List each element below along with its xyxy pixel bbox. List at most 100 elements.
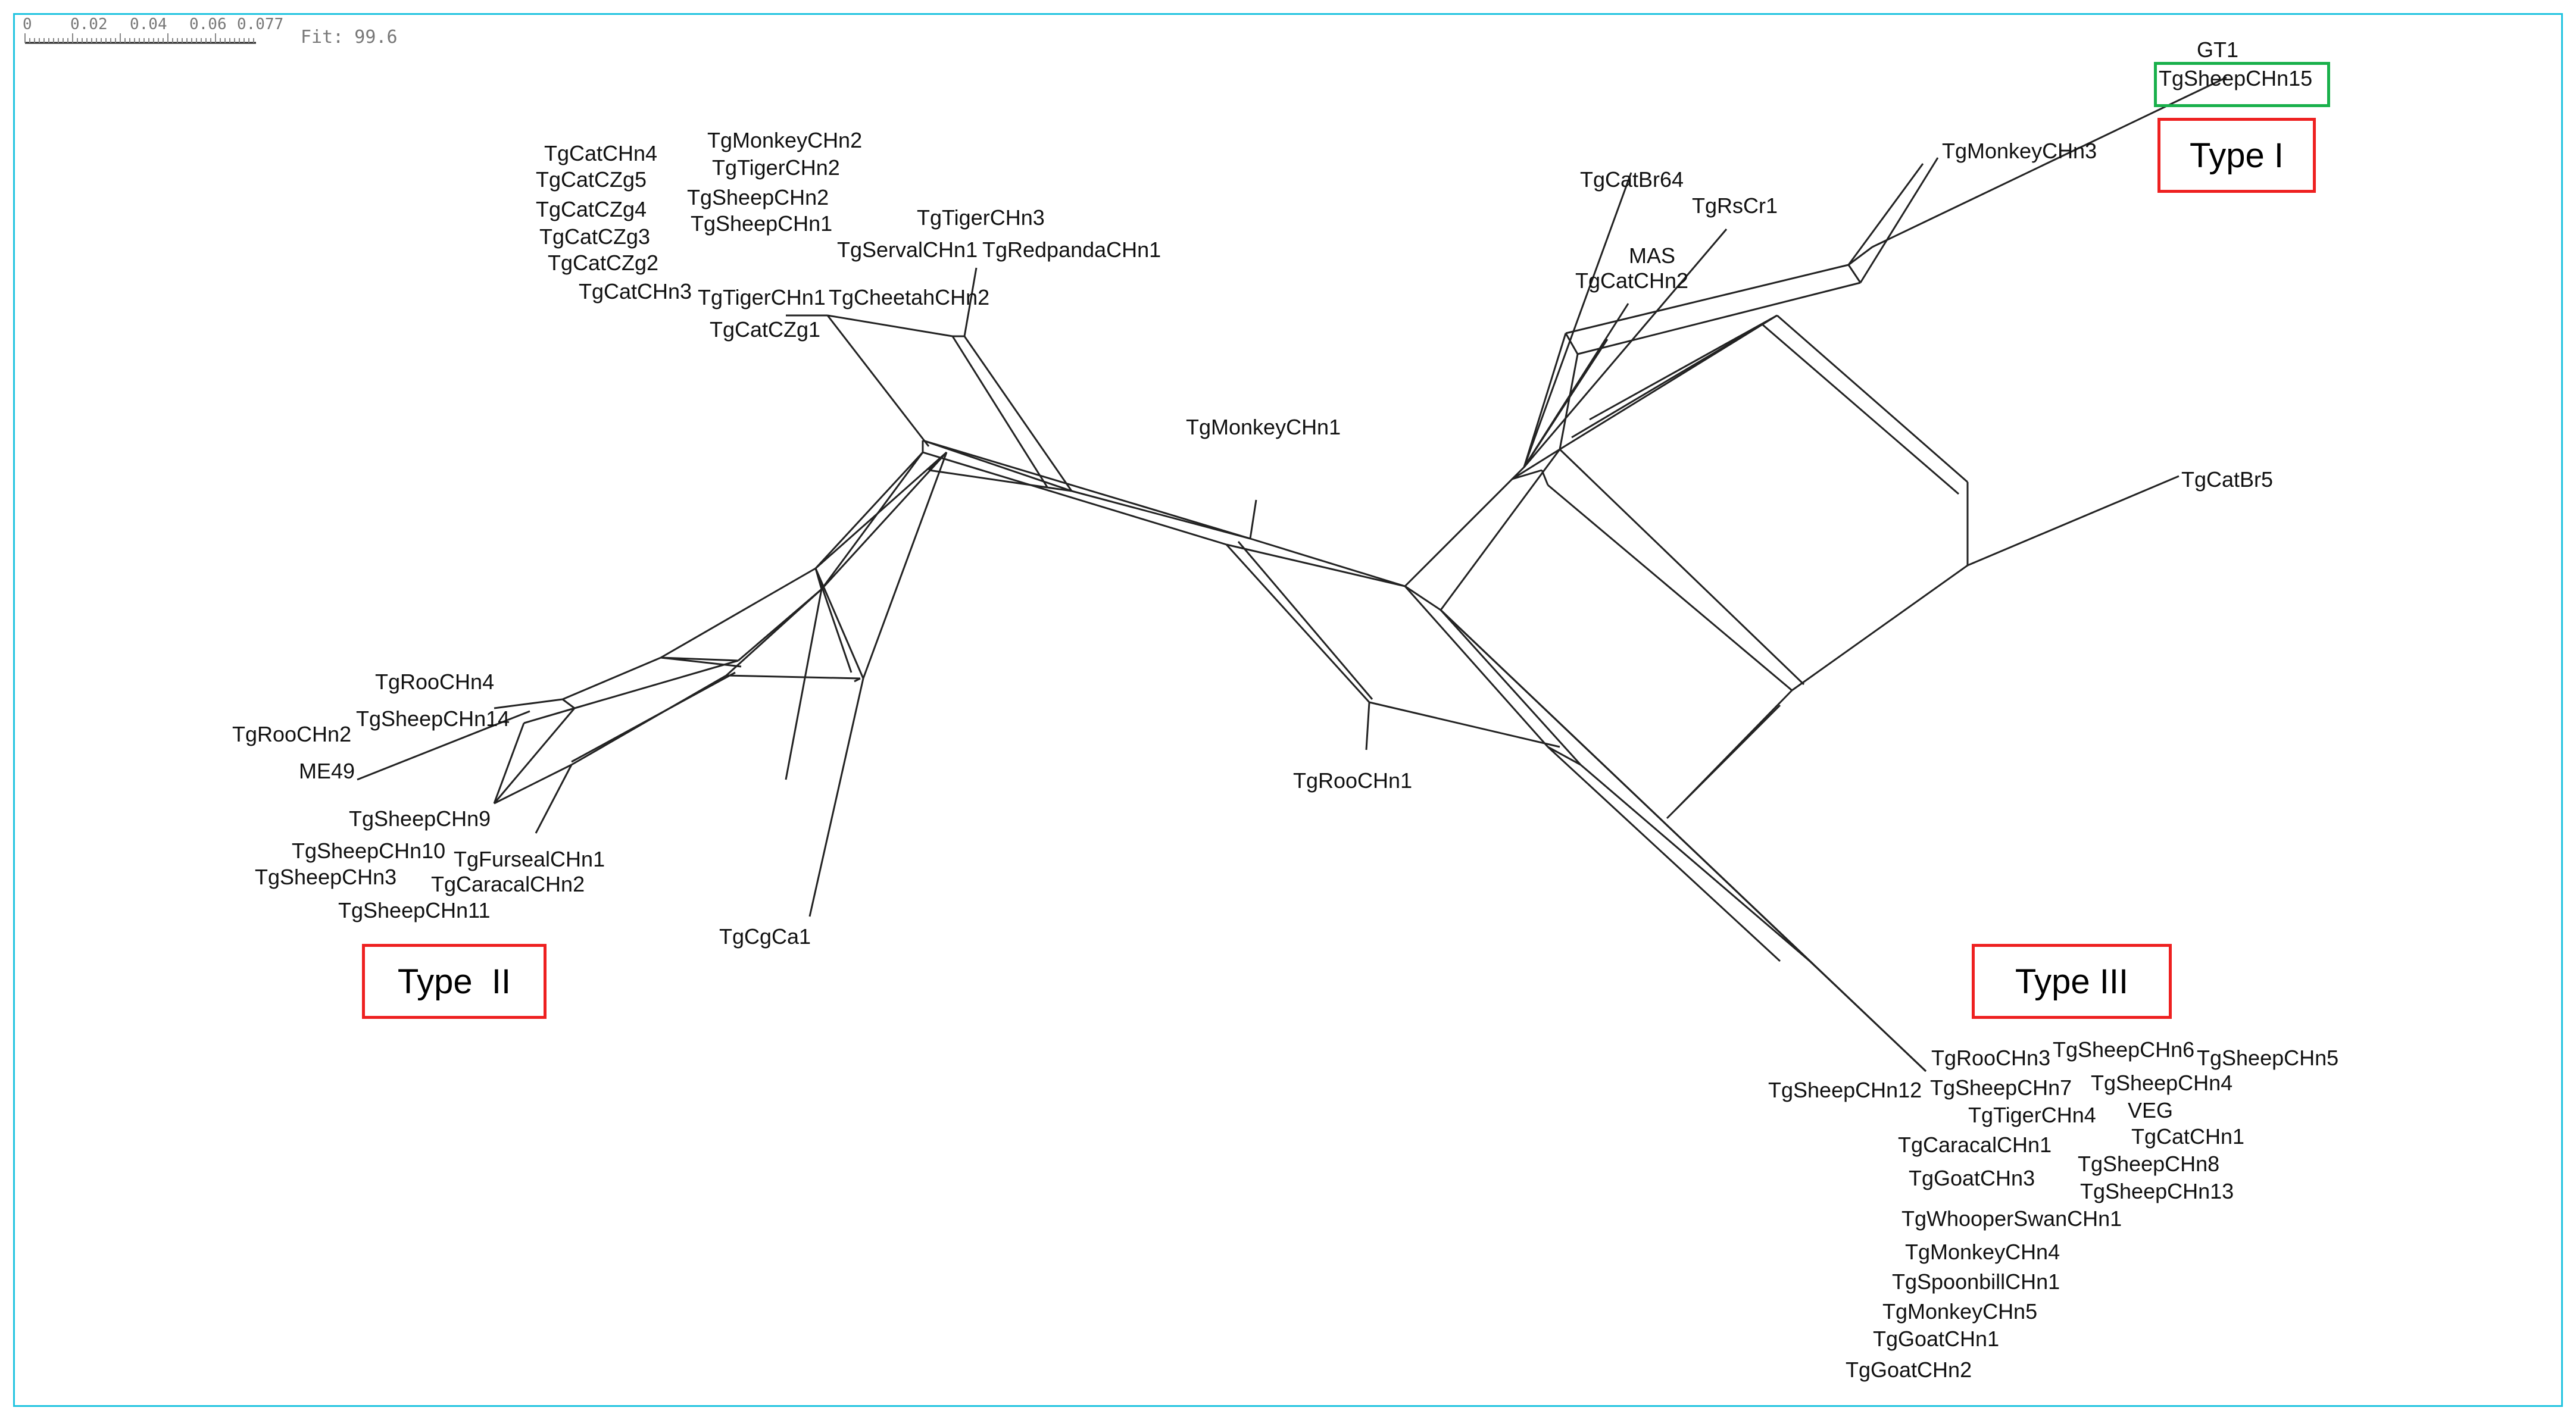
taxon-label: ME49 xyxy=(299,759,355,783)
network-edge xyxy=(862,452,948,679)
type-2-box: Type II xyxy=(362,944,547,1019)
taxon-label: TgTigerCHn1 xyxy=(698,285,826,309)
network-edge xyxy=(493,708,576,804)
taxon-label: TgCatCZg5 xyxy=(536,167,647,192)
network-edge xyxy=(1512,448,1560,480)
scale-tick-label: 0.04 xyxy=(130,15,167,33)
network-edge xyxy=(1565,264,1849,334)
taxon-label: TgRsCr1 xyxy=(1692,193,1778,218)
network-edge xyxy=(820,451,948,590)
network-edge xyxy=(820,452,924,590)
network-edge xyxy=(1547,746,1781,962)
network-edge xyxy=(1559,354,1579,450)
network-edge xyxy=(574,659,739,709)
network-edge xyxy=(562,656,661,700)
network-edge xyxy=(1809,960,1927,1072)
network-edge xyxy=(1237,541,1373,700)
taxon-label: TgMonkeyCHn2 xyxy=(707,128,863,152)
taxon-label: TgSheepCHn13 xyxy=(2080,1179,2234,1203)
network-edge xyxy=(928,469,1072,492)
taxon-label: TgMonkeyCHn4 xyxy=(1905,1240,2060,1264)
network-edge xyxy=(660,656,739,662)
network-edge xyxy=(1226,543,1406,587)
type-3-box: Type III xyxy=(1972,944,2172,1019)
taxon-label: TgSheepCHn3 xyxy=(255,865,397,889)
taxon-label: TgMonkeyCHn3 xyxy=(1942,139,2097,163)
network-edge xyxy=(1967,475,2180,567)
network-edge xyxy=(535,764,573,834)
network-edge xyxy=(1369,701,1560,748)
network-edge xyxy=(854,677,861,683)
taxon-label: TgMonkeyCHn5 xyxy=(1882,1299,2038,1324)
scale-tick-label: 0.06 xyxy=(189,15,227,33)
network-edge xyxy=(1512,469,1543,480)
network-edge xyxy=(814,568,864,679)
network-edge xyxy=(1580,764,1810,962)
network-edge xyxy=(357,710,530,781)
taxon-label: TgCatCHn2 xyxy=(1575,268,1689,293)
fit-value: Fit: 99.6 xyxy=(301,27,398,48)
network-edge xyxy=(1523,339,1609,468)
taxon-label: TgCatCHn1 xyxy=(2131,1124,2245,1149)
network-edge xyxy=(1547,484,1793,692)
taxon-label: TgRooCHn1 xyxy=(1293,768,1413,793)
taxon-label: TgSheepCHn11 xyxy=(338,898,491,922)
taxon-label: TgRooCHn2 xyxy=(232,722,352,746)
taxon-label: TgSheepCHn1 xyxy=(691,211,833,236)
taxon-label: TgFursealCHn1 xyxy=(454,847,605,871)
taxon-label: TgSheepCHn5 xyxy=(2197,1046,2339,1070)
figure-frame xyxy=(13,13,2563,1407)
network-edge xyxy=(494,698,563,709)
taxon-label: TgRooCHn4 xyxy=(375,670,495,694)
scale-tick-label: 0.077 xyxy=(237,15,284,33)
network-edge xyxy=(1859,157,1939,283)
taxon-label: TgTigerCHn3 xyxy=(917,205,1045,230)
taxon-label: TgCaracalCHn2 xyxy=(431,872,585,896)
network-edge xyxy=(726,674,861,680)
network-edge xyxy=(1440,609,1582,766)
taxon-label: TgServalCHn1 xyxy=(837,237,978,262)
taxon-label: TgCatCZg2 xyxy=(548,251,659,275)
taxon-label: TgWhooperSwanCHn1 xyxy=(1901,1206,2122,1231)
network-edge xyxy=(493,722,525,804)
network-edge xyxy=(1547,746,1581,766)
network-edge xyxy=(1225,543,1370,703)
network-edge xyxy=(963,267,978,337)
taxon-label: TgSheepCHn15 xyxy=(2159,66,2313,90)
taxon-label: TgTigerCHn4 xyxy=(1968,1103,2096,1127)
network-edge xyxy=(1404,585,1441,611)
network-edge xyxy=(562,698,575,709)
network-edge xyxy=(808,678,864,917)
taxon-label: TgSpoonbillCHn1 xyxy=(1892,1269,2060,1294)
network-edge xyxy=(1589,314,1778,421)
taxon-label: TgSheepCHn12 xyxy=(1768,1078,1922,1102)
network-edge xyxy=(963,336,1073,492)
taxon-label: TgCatCHn3 xyxy=(579,279,692,304)
taxon-label: TgSheepCHn6 xyxy=(2053,1037,2195,1062)
network-edge xyxy=(1404,466,1525,587)
taxon-label: TgCheetahCHn2 xyxy=(829,285,990,309)
network-edge xyxy=(1440,609,1811,962)
network-edge xyxy=(815,451,947,570)
taxon-label: MAS xyxy=(1629,243,1676,268)
network-edge xyxy=(1523,172,1632,468)
taxon-label: TgMonkeyCHn1 xyxy=(1186,415,1341,439)
taxon-label: TgRooCHn3 xyxy=(1931,1046,2051,1070)
network-edge xyxy=(1762,314,1778,326)
network-edge xyxy=(1249,499,1257,539)
network-edge xyxy=(1541,470,1549,486)
network-edge xyxy=(1250,537,1406,587)
taxon-label: TgCgCa1 xyxy=(719,924,811,949)
network-edge xyxy=(1565,333,1579,355)
taxon-label: TgGoatCHn3 xyxy=(1909,1166,2035,1190)
network-edge xyxy=(1440,449,1561,611)
taxon-label: TgTigerCHn2 xyxy=(712,155,840,180)
network-edge xyxy=(738,588,822,662)
network-edge xyxy=(1847,264,1862,283)
taxon-label: TgSheepCHn7 xyxy=(1930,1075,2072,1100)
network-edge xyxy=(814,451,924,570)
taxon-label: TgSheepCHn14 xyxy=(356,706,510,731)
network-edge xyxy=(494,764,572,805)
